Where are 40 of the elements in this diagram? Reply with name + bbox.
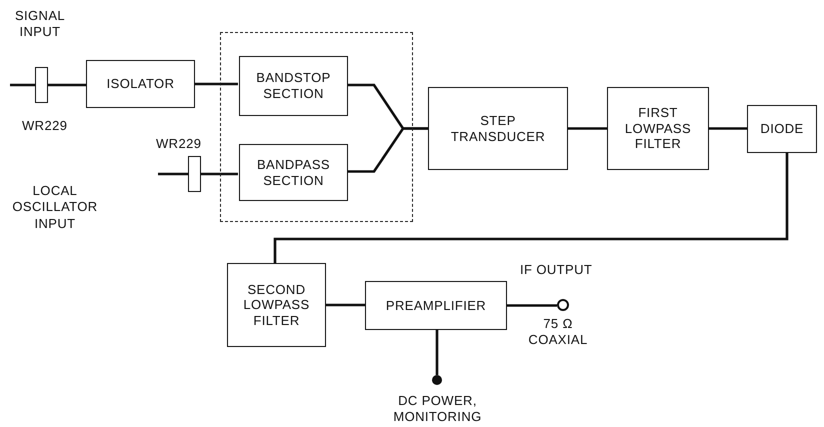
signal-line [507, 304, 557, 307]
input-label: SIGNAL INPUT [14, 8, 66, 40]
port-caption: DC POWER, MONITORING [392, 393, 483, 426]
process-box [365, 281, 507, 330]
waveguide-flange [35, 67, 48, 103]
port-caption: WR229 [22, 118, 68, 134]
signal-line [195, 82, 238, 86]
process-box [428, 87, 568, 170]
process-box [86, 60, 195, 108]
block-label: ISOLATOR [106, 76, 176, 92]
waveguide-flange [188, 156, 201, 192]
block-label: DIODE [759, 121, 805, 137]
output-terminal [557, 299, 569, 311]
process-box [239, 144, 348, 201]
process-box [239, 56, 348, 116]
port-caption: 75 Ω COAXIAL [527, 316, 589, 348]
block-label: BANDPASS SECTION [256, 156, 332, 188]
signal-line [158, 172, 188, 176]
signal-line [201, 172, 238, 176]
dashed-group-outline [220, 32, 413, 222]
signal-line [347, 127, 428, 173]
process-box [607, 87, 709, 170]
signal-line [568, 127, 607, 130]
block-label: PREAMPLIFIER [384, 298, 488, 314]
block-label: SECOND LOWPASS FILTER [242, 282, 311, 328]
signal-line [326, 304, 365, 306]
signal-line [274, 153, 788, 263]
port-caption: IF OUTPUT [520, 262, 594, 278]
process-box [747, 105, 817, 153]
signal-line [10, 84, 35, 86]
signal-line [436, 330, 438, 375]
block-label: BANDSTOP SECTION [255, 70, 332, 102]
block-label: STEP TRANSDUCER [450, 112, 546, 144]
block-label: FIRST LOWPASS FILTER [624, 105, 692, 152]
input-label: LOCAL OSCILLATOR INPUT [11, 183, 99, 232]
signal-line [709, 127, 747, 130]
port-caption: WR229 [156, 136, 202, 152]
terminal-dot [432, 375, 442, 385]
process-box [227, 263, 326, 347]
signal-line [48, 84, 86, 86]
